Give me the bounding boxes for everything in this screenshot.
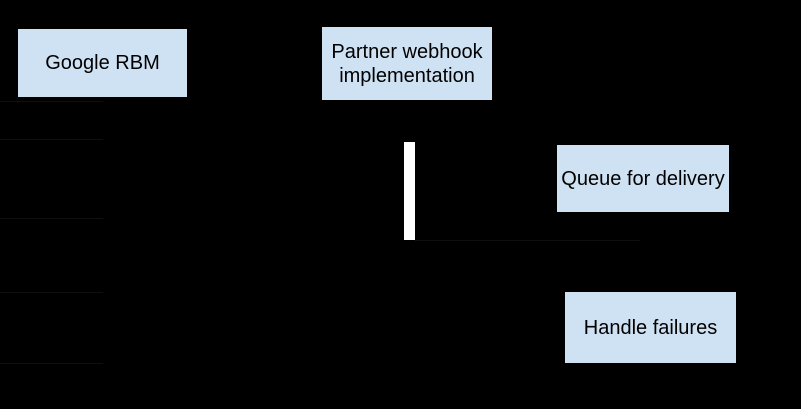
- node-google-rbm: Google RBM: [18, 29, 187, 97]
- faint-message-line: [0, 218, 103, 219]
- faint-message-line: [0, 101, 103, 102]
- lifeline-activation-bar: [404, 142, 415, 240]
- node-queue-for-delivery: Queue for delivery: [557, 145, 729, 212]
- faint-message-line: [0, 363, 103, 364]
- node-handle-failures: Handle failures: [565, 292, 736, 363]
- node-queue-for-delivery-label: Queue for delivery: [561, 167, 725, 190]
- node-google-rbm-label: Google RBM: [45, 52, 160, 74]
- faint-message-line: [0, 139, 103, 140]
- faint-message-line: [415, 240, 640, 241]
- faint-message-line: [0, 292, 103, 293]
- node-handle-failures-label: Handle failures: [583, 316, 718, 339]
- node-partner-webhook-implementation-label: Partner webhook implementation: [331, 40, 483, 87]
- node-partner-webhook-implementation: Partner webhook implementation: [322, 27, 492, 100]
